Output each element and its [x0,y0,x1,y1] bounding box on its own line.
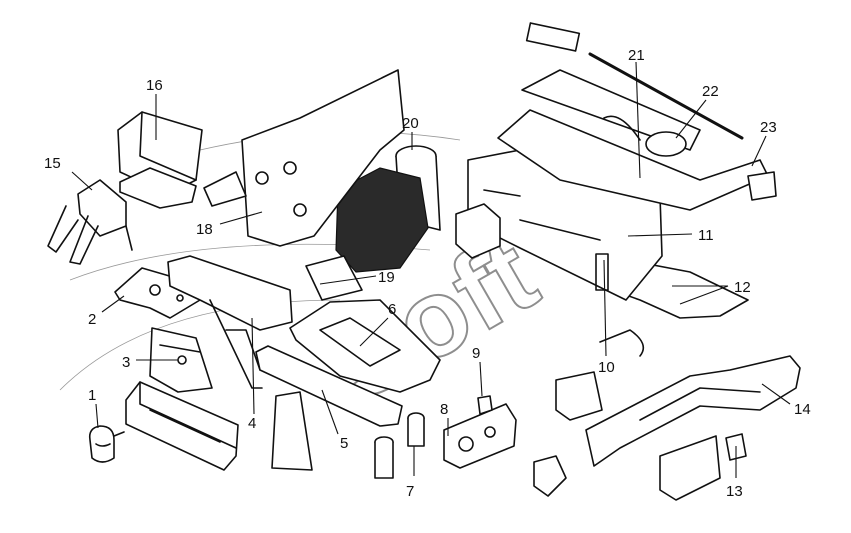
callout-2: 2 [88,311,96,328]
callout-1: 1 [88,387,96,404]
part-battery [117,111,203,209]
part-battery-bracket [47,179,133,265]
callout-21: 21 [628,47,645,64]
callout-14: 14 [794,401,811,418]
part-dark-panel [305,167,429,301]
callout-8: 8 [440,401,448,418]
part-reservoir [443,403,517,469]
callout-22: 22 [702,83,719,100]
callout-4: 4 [248,415,256,432]
part-engine-mount [88,425,125,463]
leader-lines [71,61,791,478]
callout-19: 19 [378,269,395,286]
callout-5: 5 [340,435,348,452]
part-cap [477,395,493,415]
callout-9: 9 [472,345,480,362]
callout-15: 15 [44,155,61,172]
part-tray [125,381,239,471]
part-floor-panel [289,299,441,393]
callout-13: 13 [726,483,743,500]
part-crossmember [255,345,403,471]
part-cylinder [374,412,425,479]
part-mount-block [455,203,501,259]
callout-11: 11 [698,227,714,244]
callout-7: 7 [406,483,414,500]
callout-18: 18 [196,221,213,238]
guide-arc [59,299,341,391]
part-arm [167,255,293,389]
callout-12: 12 [734,279,751,296]
callout-10: 10 [598,359,615,376]
callout-3: 3 [122,354,130,371]
callout-23: 23 [760,119,777,136]
part-side-panel [203,69,405,247]
part-side-rail [533,355,801,497]
callout-20: 20 [402,115,419,132]
callout-16: 16 [146,77,163,94]
callout-6: 6 [388,301,396,318]
